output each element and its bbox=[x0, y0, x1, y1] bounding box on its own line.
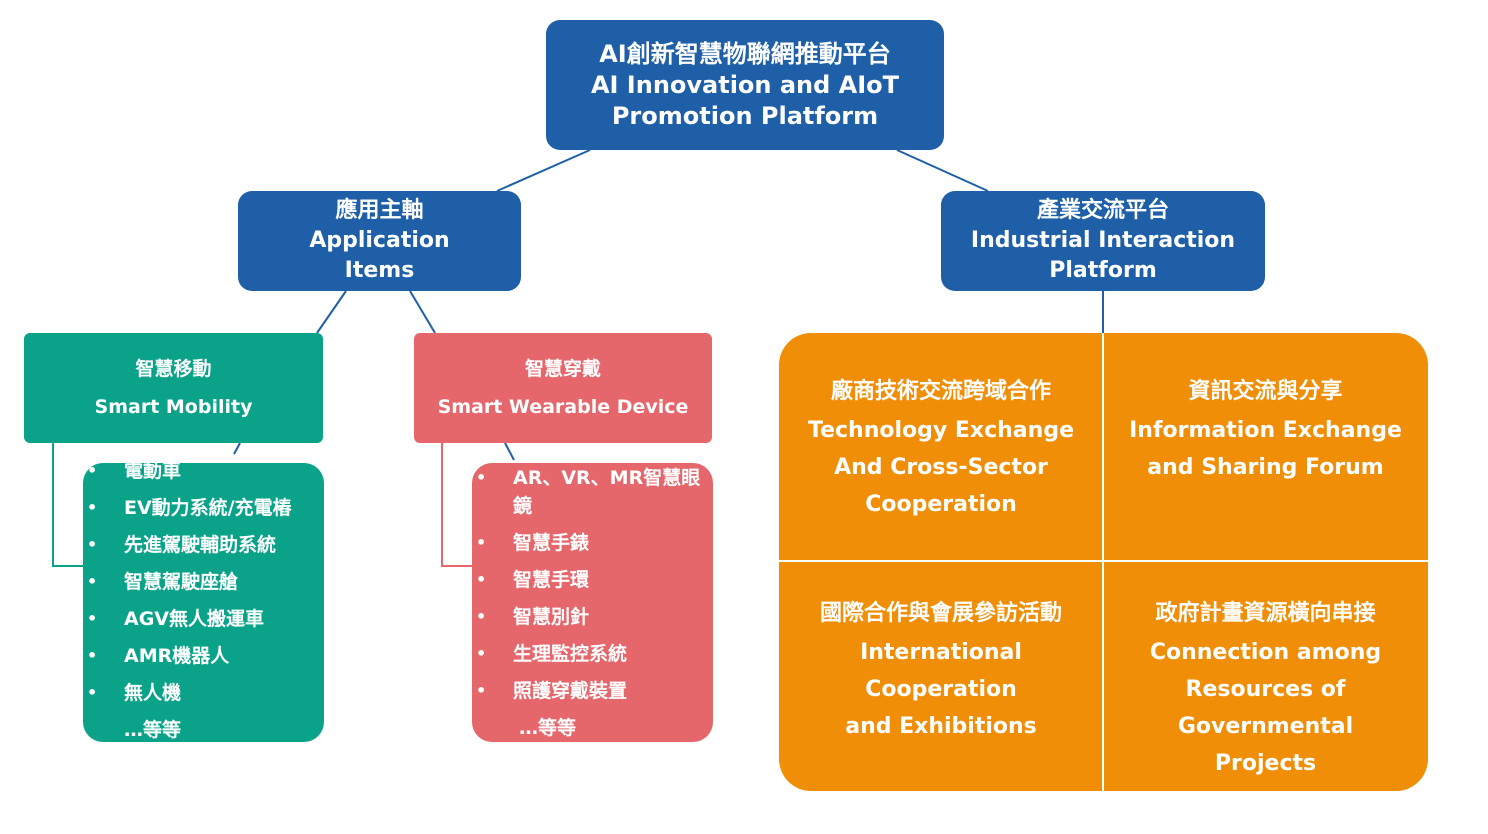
list-item-text: 無人機 bbox=[124, 682, 182, 704]
grid-vertical-divider bbox=[1102, 333, 1104, 791]
cell-title-zh: 政府計畫資源橫向串接 bbox=[1155, 601, 1376, 626]
list-item: • AR、VR、MR智慧眼鏡 bbox=[472, 464, 713, 520]
industrial-title-en-line2: Platform bbox=[1049, 258, 1157, 283]
bullet-icon: • bbox=[476, 468, 487, 487]
application-items-node: 應用主軸 Application Items bbox=[238, 191, 521, 291]
cell-title-zh: 國際合作與會展參訪活動 bbox=[819, 601, 1062, 626]
cell-title-en-line: Information Exchange bbox=[1129, 418, 1402, 443]
application-title-en-line1: Application bbox=[309, 228, 450, 253]
bullet-icon: • bbox=[87, 646, 98, 665]
cell-title-en-line: Connection among bbox=[1149, 640, 1382, 665]
list-item-text: 先進駕駛輔助系統 bbox=[124, 534, 277, 556]
cell-title-en-line: Projects bbox=[1214, 751, 1317, 776]
bullet-icon: • bbox=[476, 644, 487, 663]
bullet-icon: • bbox=[476, 533, 487, 552]
wearable-title-zh: 智慧穿戴 bbox=[524, 358, 601, 380]
industrial-title-en-line1: Industrial Interaction bbox=[970, 228, 1236, 253]
list-item-text: 照護穿戴裝置 bbox=[513, 680, 628, 702]
bullet-icon: • bbox=[87, 461, 98, 480]
mobility-title-en: Smart Mobility bbox=[94, 396, 253, 418]
connector-mobility-elbow bbox=[52, 443, 84, 567]
list-item-text: 智慧手環 bbox=[513, 569, 590, 591]
application-title-zh: 應用主軸 bbox=[335, 198, 424, 223]
connector-wearable-elbow bbox=[441, 443, 473, 567]
cell-title-en-line: International bbox=[860, 640, 1022, 665]
cell-title-en-line: And Cross-Sector bbox=[834, 455, 1048, 480]
application-title-en-line2: Items bbox=[344, 258, 415, 283]
list-item: • 無人機 bbox=[83, 679, 324, 707]
list-item: • AGV無人搬運車 bbox=[83, 605, 324, 633]
smart-wearable-node: 智慧穿戴 Smart Wearable Device bbox=[414, 333, 712, 443]
cell-title-zh: 資訊交流與分享 bbox=[1188, 379, 1343, 404]
cell-title-en-line: and Sharing Forum bbox=[1147, 455, 1384, 480]
list-item-text: AR、VR、MR智慧眼鏡 bbox=[513, 467, 701, 517]
root-title-zh: AI創新智慧物聯網推動平台 bbox=[599, 39, 891, 68]
bullet-icon: • bbox=[476, 681, 487, 700]
list-item: • 照護穿戴裝置 bbox=[472, 677, 713, 705]
list-item-text: AMR機器人 bbox=[124, 645, 230, 667]
wearable-title-en: Smart Wearable Device bbox=[437, 396, 689, 418]
root-title-en-line2: Promotion Platform bbox=[611, 101, 879, 130]
list-item-text: 智慧別針 bbox=[513, 606, 590, 628]
connector-root-application bbox=[496, 149, 591, 192]
bullet-icon: • bbox=[87, 535, 98, 554]
list-item: • AMR機器人 bbox=[83, 642, 324, 670]
smart-mobility-node: 智慧移動 Smart Mobility bbox=[24, 333, 323, 443]
list-item-text: 智慧手錶 bbox=[513, 532, 590, 554]
cell-title-en-line: Resources of bbox=[1185, 677, 1346, 702]
list-item: • 生理監控系統 bbox=[472, 640, 713, 668]
cell-title-en-line: Technology Exchange bbox=[808, 418, 1074, 443]
grid-horizontal-divider bbox=[779, 560, 1428, 562]
bullet-icon: • bbox=[87, 683, 98, 702]
list-item: • 智慧駕駛座艙 bbox=[83, 568, 324, 596]
list-item: • 智慧別針 bbox=[472, 603, 713, 631]
mobility-title-zh: 智慧移動 bbox=[135, 358, 212, 380]
list-item-text: 智慧駕駛座艙 bbox=[124, 571, 239, 593]
list-item: • 電動車 bbox=[83, 457, 324, 485]
connector-application-mobility bbox=[316, 290, 347, 334]
list-item-text: 電動車 bbox=[124, 460, 182, 482]
industrial-platform-node: 產業交流平台 Industrial Interaction Platform bbox=[941, 191, 1265, 291]
connector-wearable-list-diag bbox=[504, 442, 515, 461]
platform-cell-2: 資訊交流與分享 Information Exchange and Sharing F… bbox=[1103, 333, 1428, 561]
smart-mobility-list: • 電動車 • EV動力系統/充電樁 • 先進駕駛輔助系統 • 智慧駕駛座艙 • AGV無人搬運車… bbox=[83, 460, 324, 742]
list-item-text: 生理監控系統 bbox=[513, 643, 628, 665]
root-title-en-line1: AI Innovation and AIoT bbox=[590, 70, 900, 99]
bullet-icon: • bbox=[476, 570, 487, 589]
list-item: • EV動力系統/充電樁 bbox=[83, 494, 324, 522]
cell-title-en-line: Governmental bbox=[1177, 714, 1354, 739]
cell-title-zh: 廠商技術交流跨域合作 bbox=[830, 379, 1051, 404]
root-node: AI創新智慧物聯網推動平台 AI Innovation and AIoT Pro… bbox=[546, 20, 944, 150]
connector-application-wearable bbox=[409, 290, 436, 334]
list-item: • 智慧手環 bbox=[472, 566, 713, 594]
list-more-text: …等等 bbox=[519, 717, 577, 739]
connector-root-industrial bbox=[896, 149, 989, 192]
cell-title-en-line: and Exhibitions bbox=[845, 714, 1037, 739]
list-more-text: …等等 bbox=[124, 719, 182, 741]
smart-wearable-list: • AR、VR、MR智慧眼鏡 • 智慧手錶 • 智慧手環 • 智慧別針 • 生理監控系統 • 照護穿戴… bbox=[472, 463, 713, 742]
bullet-icon: • bbox=[87, 572, 98, 591]
cell-title-en-line: Cooperation bbox=[865, 492, 1017, 517]
bullet-icon: • bbox=[87, 609, 98, 628]
cell-title-en-line: Cooperation bbox=[865, 677, 1017, 702]
industrial-title-zh: 產業交流平台 bbox=[1036, 198, 1169, 223]
bullet-icon: • bbox=[476, 607, 487, 626]
list-item: • 先進駕駛輔助系統 bbox=[83, 531, 324, 559]
list-item: • 智慧手錶 bbox=[472, 529, 713, 557]
list-item-text: AGV無人搬運車 bbox=[124, 608, 265, 630]
list-item-text: EV動力系統/充電樁 bbox=[124, 497, 292, 519]
connector-mobility-list-diag bbox=[233, 442, 241, 455]
bullet-icon: • bbox=[87, 498, 98, 517]
